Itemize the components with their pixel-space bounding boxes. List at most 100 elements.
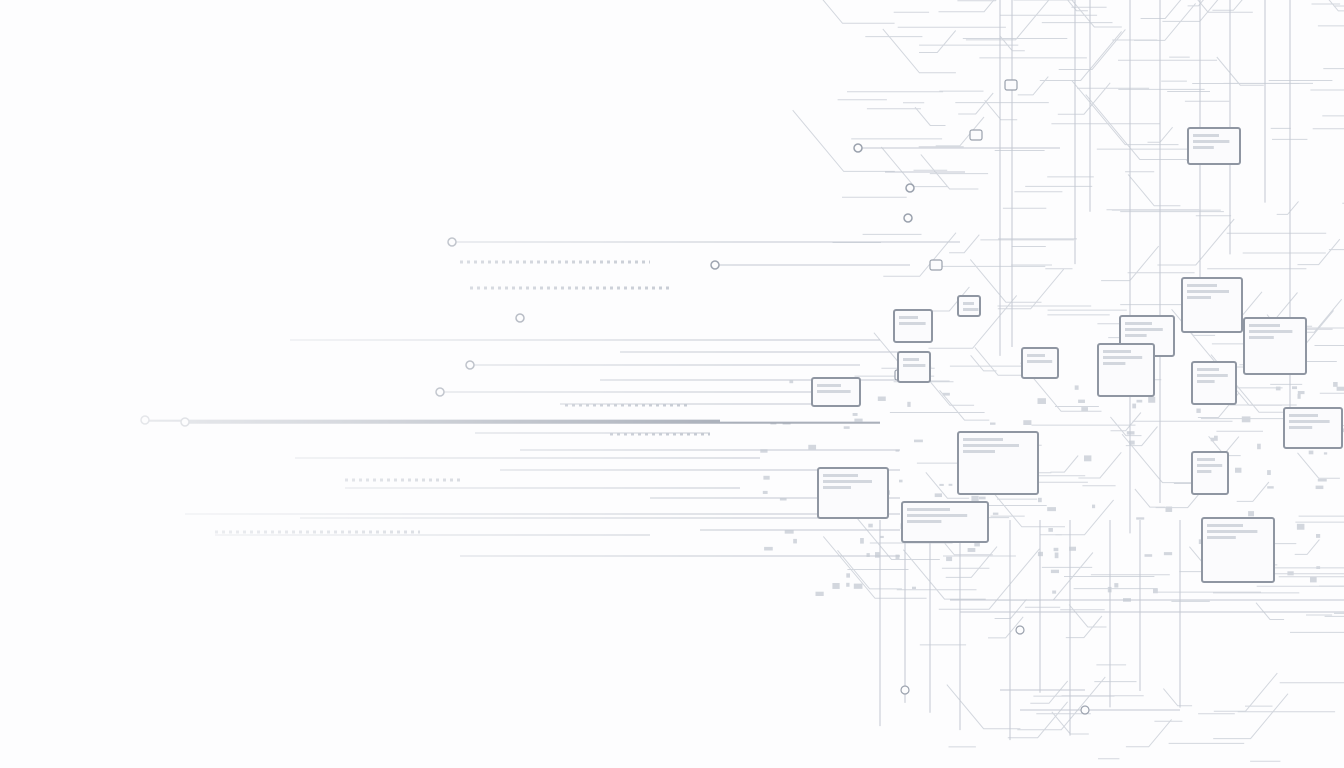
window-content-line — [823, 480, 872, 483]
window-content-line — [907, 520, 942, 523]
window-content-line — [817, 384, 841, 387]
circuit-component — [1297, 391, 1305, 395]
window-content-line — [1125, 334, 1147, 337]
trace-node — [853, 143, 863, 153]
circuit-component — [763, 475, 770, 480]
dense-trace — [1236, 481, 1270, 502]
dense-trace — [792, 109, 895, 172]
circuit-component — [1241, 416, 1251, 423]
window-content-line — [1103, 356, 1143, 359]
circuit-component — [1196, 408, 1201, 413]
circuit-component — [1248, 511, 1255, 517]
window-content-line — [1207, 524, 1243, 527]
window-content-line — [963, 308, 979, 311]
window-content-line — [899, 322, 926, 325]
circuit-component — [912, 586, 916, 590]
dense-trace — [1323, 68, 1344, 70]
circuit-component — [1037, 398, 1046, 404]
dense-trace — [1030, 680, 1069, 704]
window-content-line — [1249, 324, 1280, 327]
circuit-component — [1308, 450, 1314, 455]
dense-trace — [1213, 672, 1278, 712]
window-content-line — [1197, 368, 1219, 371]
window-content-line — [1207, 530, 1258, 533]
dense-trace — [914, 106, 946, 126]
trace-node — [1080, 705, 1090, 715]
circuit-component — [895, 554, 900, 560]
dense-trace — [822, 0, 895, 24]
dense-trace — [949, 234, 980, 254]
app-window — [901, 501, 989, 543]
circuit-component — [1296, 523, 1305, 530]
circuit-component — [914, 439, 923, 443]
dense-trace — [969, 259, 1042, 303]
dense-trace — [1328, 0, 1344, 12]
dense-trace — [880, 146, 948, 188]
app-window — [897, 351, 931, 383]
circuit-component — [762, 490, 768, 494]
dense-trace — [1050, 455, 1079, 473]
circuit-component — [853, 583, 863, 589]
window-content-line — [1197, 380, 1215, 383]
circuit-component — [1235, 467, 1242, 473]
circuit-component — [946, 556, 953, 562]
dense-trace — [1212, 0, 1243, 11]
window-content-line — [1249, 330, 1293, 333]
circuit-component — [1144, 554, 1153, 557]
circuit-component — [1317, 478, 1327, 482]
trace-end-nodes — [140, 79, 1090, 715]
app-window — [957, 295, 981, 317]
circuit-component — [1214, 435, 1218, 441]
app-window — [1097, 343, 1155, 397]
circuit-traces — [145, 0, 1344, 741]
trace-node — [447, 237, 457, 247]
app-window — [1181, 277, 1243, 333]
window-content-line — [1187, 296, 1211, 299]
dense-trace — [946, 684, 1021, 730]
dense-trace — [965, 0, 1050, 41]
trace-node — [903, 213, 913, 223]
circuit-component — [1078, 399, 1085, 403]
window-frame — [1201, 517, 1275, 583]
dense-trace — [1276, 201, 1299, 215]
circuit-component — [971, 495, 979, 502]
circuit-component — [939, 483, 944, 486]
dense-trace — [974, 347, 1022, 376]
circuit-component — [992, 512, 999, 515]
circuit-component — [1048, 528, 1053, 532]
app-window — [817, 467, 889, 519]
window-content-line — [1027, 360, 1053, 363]
circuit-component — [1336, 386, 1344, 391]
window-content-line — [817, 390, 851, 393]
window-content-line — [1187, 284, 1217, 287]
dense-trace — [1125, 719, 1172, 748]
trace-node — [515, 313, 525, 323]
dense-trace — [1017, 76, 1049, 96]
circuit-component — [793, 538, 797, 544]
circuit-component — [764, 546, 773, 551]
circuit-component — [1163, 552, 1173, 556]
circuit-component — [1084, 455, 1092, 462]
chip-icon — [1004, 79, 1018, 91]
dense-trace — [1110, 416, 1142, 437]
trace-node — [465, 360, 475, 370]
dense-trace — [1294, 539, 1320, 555]
app-window — [1243, 317, 1307, 375]
dense-trace — [1322, 115, 1344, 117]
circuit-component — [1297, 393, 1301, 399]
dense-trace — [1216, 56, 1264, 86]
circuit-component — [832, 583, 840, 589]
trace-node — [140, 415, 150, 425]
circuit-component — [1052, 590, 1057, 594]
app-window — [1021, 347, 1059, 379]
app-window — [1191, 451, 1229, 495]
window-content-line — [1197, 464, 1223, 467]
trace-node — [1015, 625, 1025, 635]
circuit-component — [1165, 506, 1173, 512]
dense-trace — [1157, 218, 1235, 266]
circuit-component — [868, 523, 873, 528]
circuit-component — [1074, 385, 1079, 390]
circuit-component — [784, 530, 794, 534]
circuit-component — [1323, 452, 1328, 455]
